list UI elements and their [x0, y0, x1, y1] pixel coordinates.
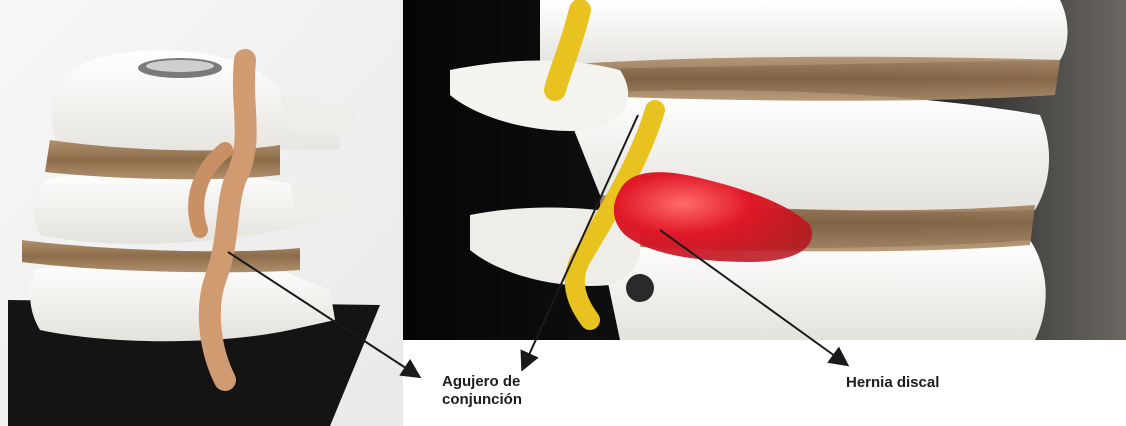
label-foramen: Agujero de conjunción — [442, 373, 522, 409]
label-foramen-line1: Agujero de — [442, 373, 522, 391]
vertebra-low-closeup — [600, 240, 1046, 340]
label-foramen-line2: conjunción — [442, 391, 522, 409]
label-hernia: Hernia discal — [846, 374, 939, 392]
right-photo-panel — [403, 0, 1126, 426]
disc-upper-closeup — [560, 57, 1060, 101]
left-photo-panel — [0, 0, 403, 426]
